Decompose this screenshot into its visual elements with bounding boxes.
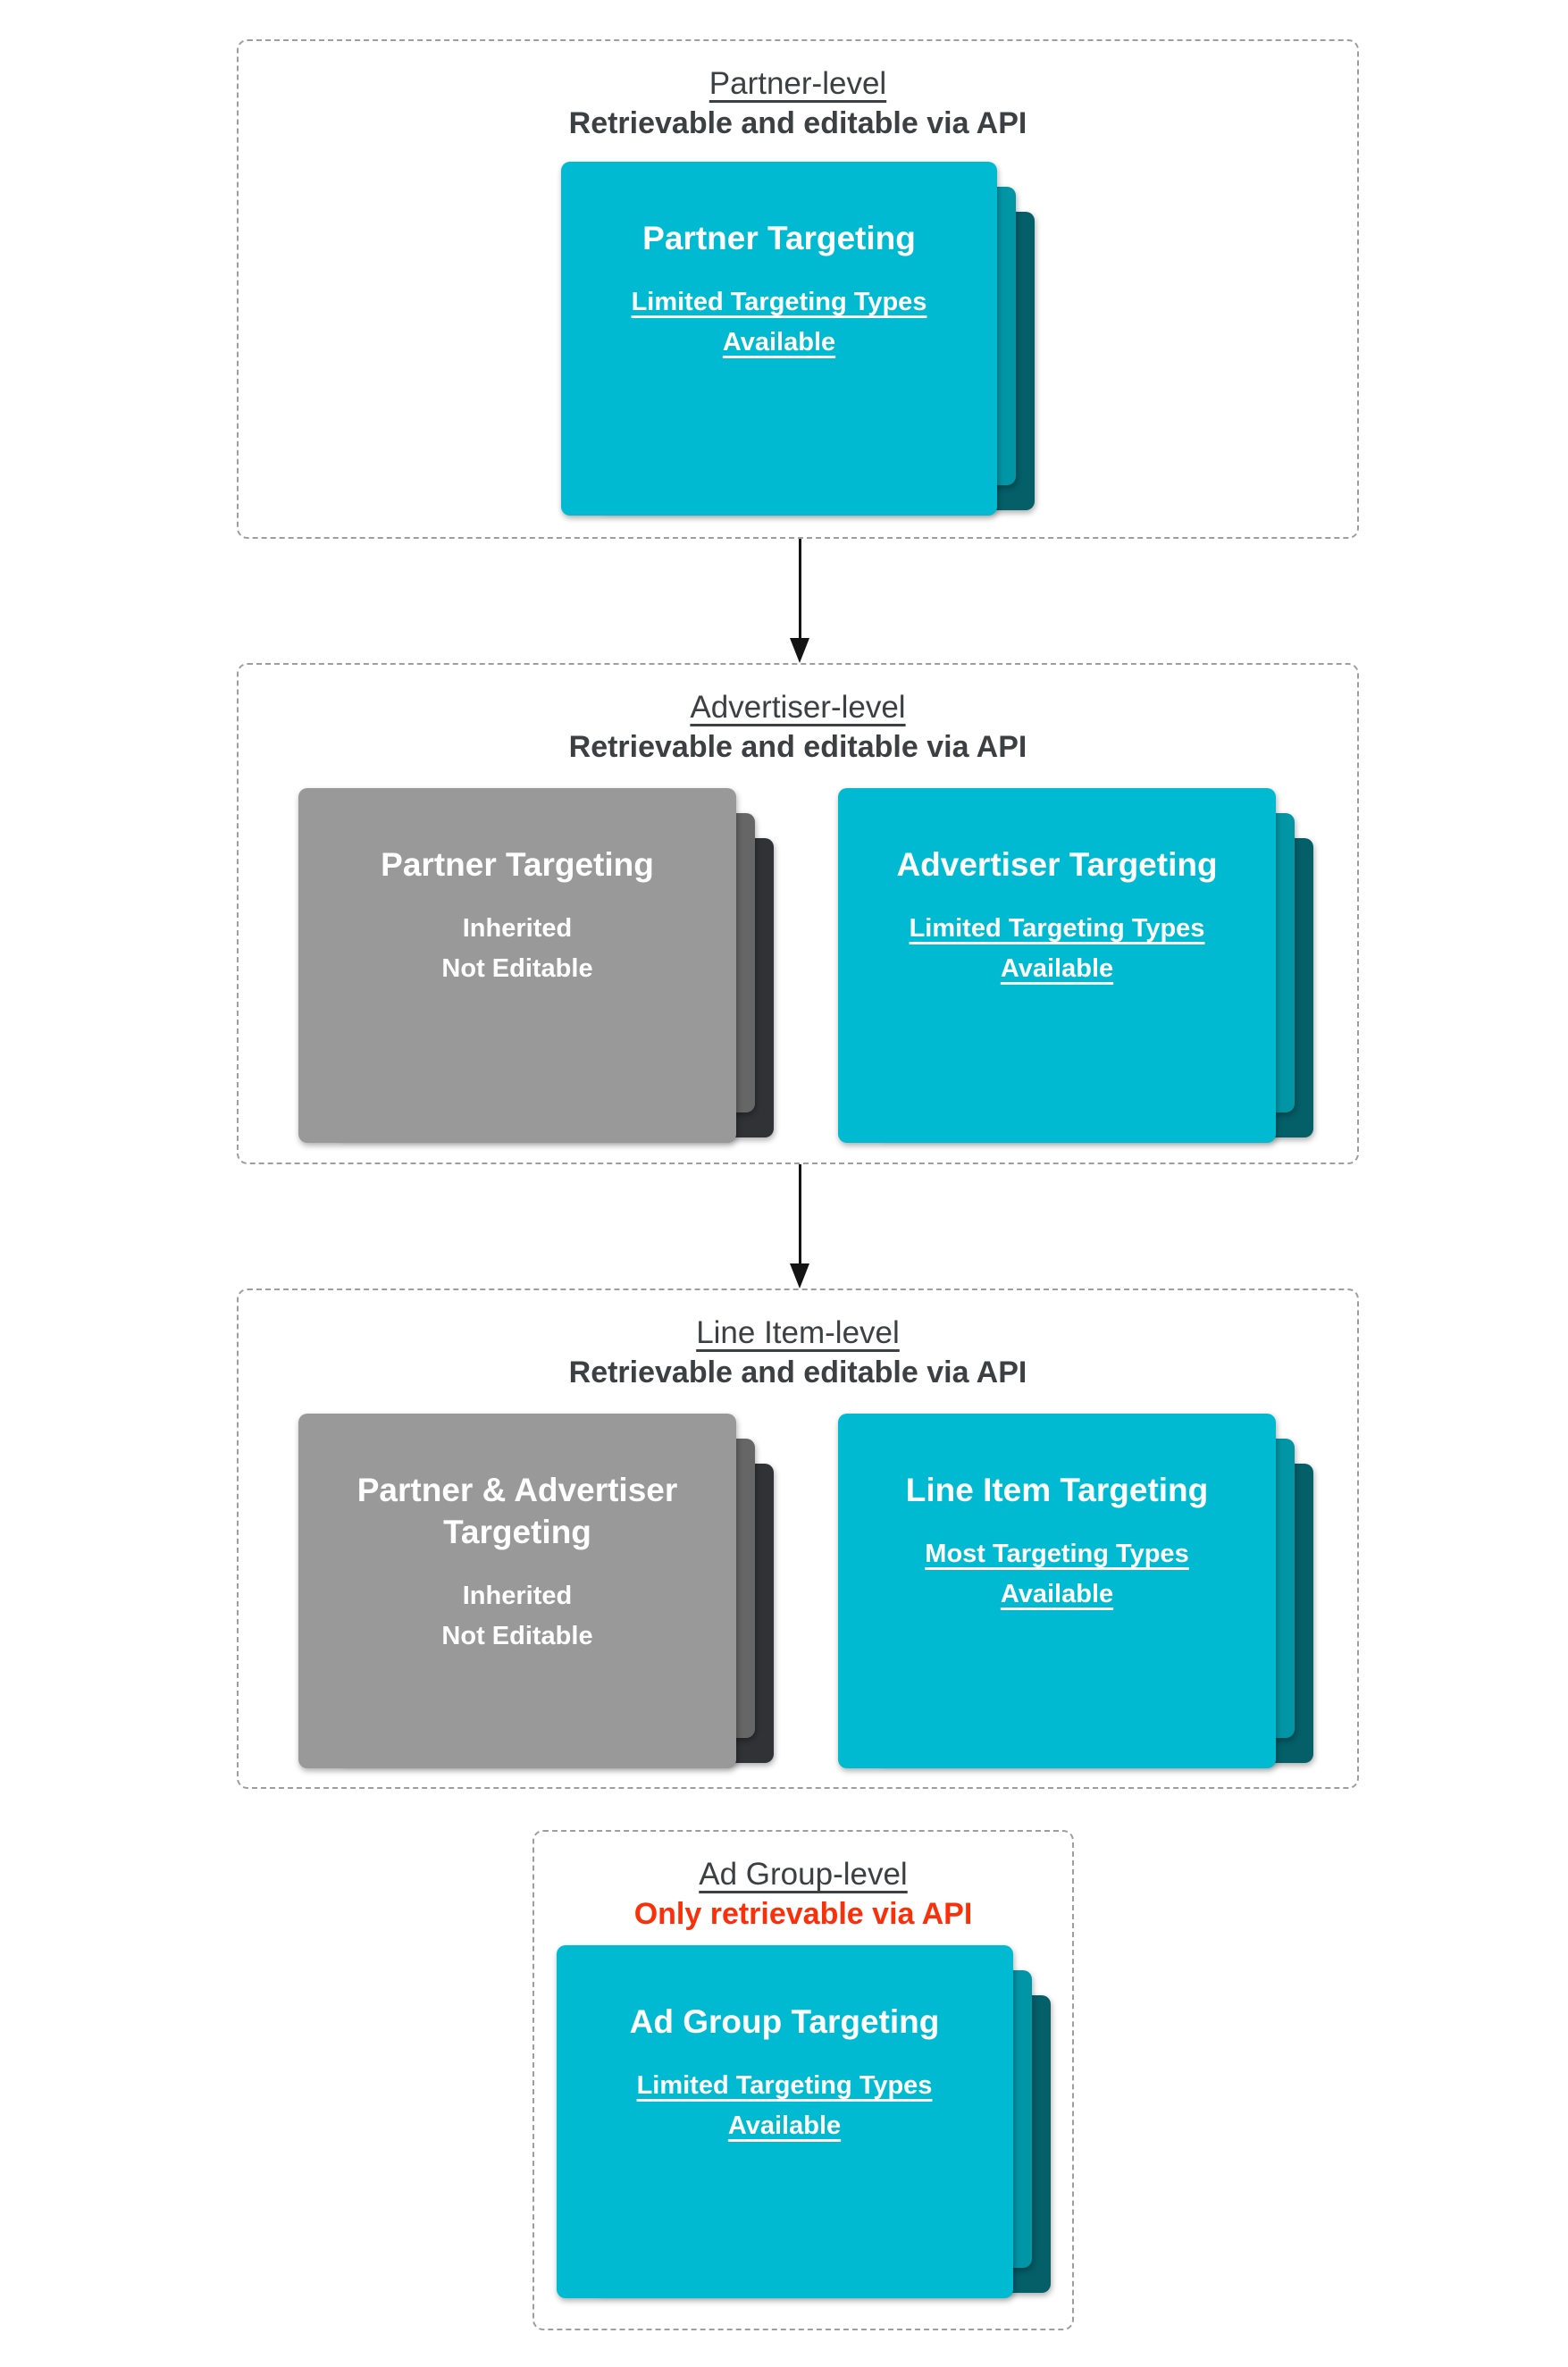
arrow-shaft bbox=[798, 1164, 801, 1263]
card-heading: Partner & Advertiser Targeting bbox=[356, 1472, 678, 1550]
card-body: Inherited Not Editable bbox=[441, 909, 592, 989]
card-heading: Partner Targeting bbox=[381, 846, 654, 883]
arrow-head-icon bbox=[790, 638, 809, 663]
card-body: Inherited Not Editable bbox=[441, 1576, 592, 1657]
card-note: Inherited bbox=[462, 914, 573, 943]
arrow-head-icon bbox=[790, 1263, 809, 1288]
card-note: Most Targeting Types Available bbox=[925, 1540, 1189, 1608]
section-header: Ad Group-level Only retrievable via API bbox=[534, 1832, 1072, 1934]
line-item-targeting-card: Line Item Targeting Most Targeting Types… bbox=[838, 1414, 1313, 1768]
partner-targeting-card: Partner Targeting Limited Targeting Type… bbox=[561, 162, 1035, 516]
card-front: Advertiser Targeting Limited Targeting T… bbox=[838, 788, 1276, 1143]
card-front: Partner Targeting Inherited Not Editable bbox=[298, 788, 736, 1143]
section-title: Ad Group-level bbox=[699, 1857, 908, 1892]
inherited-partner-targeting-card: Partner Targeting Inherited Not Editable bbox=[298, 788, 774, 1143]
section-header: Advertiser-level Retrievable and editabl… bbox=[239, 665, 1357, 767]
card-note: Inherited bbox=[462, 1582, 573, 1610]
card-note: Limited Targeting Types Available bbox=[909, 914, 1205, 983]
section-line-item-level: Line Item-level Retrievable and editable… bbox=[237, 1288, 1359, 1789]
card-note: Limited Targeting Types Available bbox=[636, 2071, 933, 2140]
section-advertiser-level: Advertiser-level Retrievable and editabl… bbox=[237, 663, 1359, 1164]
section-partner-level: Partner-level Retrievable and editable v… bbox=[237, 39, 1359, 539]
advertiser-targeting-card: Advertiser Targeting Limited Targeting T… bbox=[838, 788, 1313, 1143]
inherited-partner-advertiser-targeting-card: Partner & Advertiser Targeting Inherited… bbox=[298, 1414, 774, 1768]
arrow-shaft bbox=[798, 539, 801, 638]
section-header: Line Item-level Retrievable and editable… bbox=[239, 1290, 1357, 1392]
section-subtitle-alert: Only retrievable via API bbox=[633, 1897, 973, 1931]
card-note: Not Editable bbox=[441, 1622, 593, 1650]
section-subtitle: Retrievable and editable via API bbox=[568, 106, 1027, 140]
ad-group-targeting-card: Ad Group Targeting Limited Targeting Typ… bbox=[556, 1945, 1051, 2298]
section-title: Line Item-level bbox=[696, 1315, 900, 1350]
card-heading: Line Item Targeting bbox=[905, 1472, 1209, 1508]
card-front: Partner Targeting Limited Targeting Type… bbox=[561, 162, 997, 516]
card-front: Ad Group Targeting Limited Targeting Typ… bbox=[556, 1945, 1013, 2298]
card-front: Line Item Targeting Most Targeting Types… bbox=[838, 1414, 1276, 1768]
cards-row: Partner Targeting Limited Targeting Type… bbox=[239, 162, 1357, 516]
card-heading: Partner Targeting bbox=[642, 220, 916, 256]
section-subtitle: Retrievable and editable via API bbox=[568, 730, 1027, 764]
card-body: Limited Targeting Types Available bbox=[618, 282, 940, 363]
section-header: Partner-level Retrievable and editable v… bbox=[239, 41, 1357, 143]
card-body: Most Targeting Types Available bbox=[896, 1534, 1218, 1615]
card-note: Limited Targeting Types Available bbox=[631, 288, 927, 357]
cards-row: Ad Group Targeting Limited Targeting Typ… bbox=[534, 1945, 1072, 2298]
card-body: Limited Targeting Types Available bbox=[896, 909, 1218, 989]
section-title: Partner-level bbox=[709, 66, 887, 101]
section-title: Advertiser-level bbox=[690, 690, 906, 725]
card-note: Not Editable bbox=[441, 954, 593, 983]
card-body: Limited Targeting Types Available bbox=[624, 2066, 945, 2146]
flow-arrow-advertiser-to-line-item bbox=[790, 1164, 809, 1288]
flow-arrow-partner-to-advertiser bbox=[790, 539, 809, 663]
card-front: Partner & Advertiser Targeting Inherited… bbox=[298, 1414, 736, 1768]
card-heading: Ad Group Targeting bbox=[629, 2003, 940, 2040]
section-ad-group-level: Ad Group-level Only retrievable via API … bbox=[532, 1830, 1074, 2330]
cards-row: Partner Targeting Inherited Not Editable… bbox=[239, 788, 1357, 1143]
card-heading: Advertiser Targeting bbox=[896, 846, 1218, 883]
cards-row: Partner & Advertiser Targeting Inherited… bbox=[239, 1414, 1357, 1768]
section-subtitle: Retrievable and editable via API bbox=[568, 1356, 1027, 1389]
